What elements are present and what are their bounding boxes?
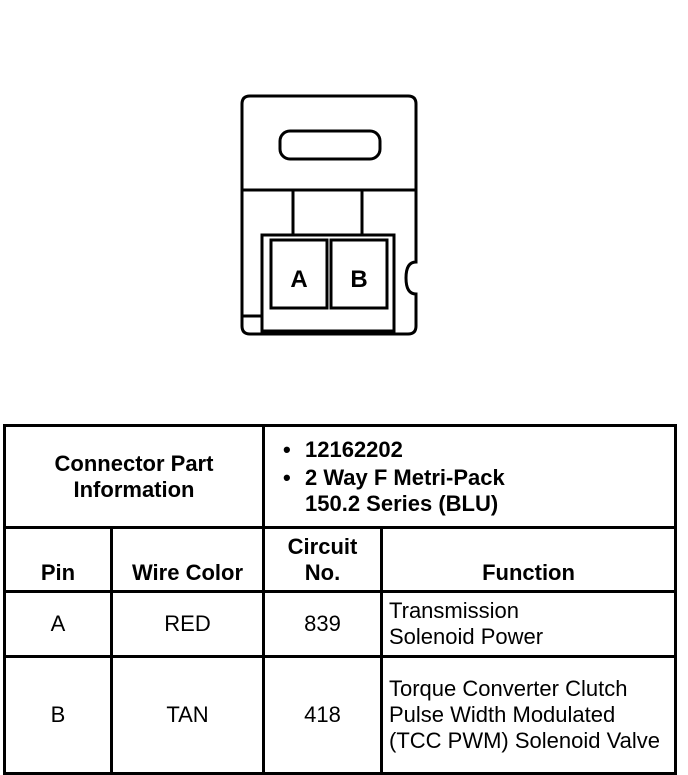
- connector-face-diagram: A B: [240, 94, 418, 336]
- pin-label-b: B: [350, 266, 367, 293]
- part-info-row: Connector Part Information 12162202 2 Wa…: [3, 424, 677, 529]
- row-function-text: Transmission Solenoid Power: [389, 598, 544, 649]
- row-pin: A: [3, 590, 113, 658]
- part-number-item: 2 Way F Metri-Pack 150.2 Series (BLU): [283, 465, 565, 517]
- row-circuit: 839: [262, 590, 383, 658]
- part-numbers-list: 12162202 2 Way F Metri-Pack 150.2 Series…: [271, 437, 668, 517]
- header-wire-color: Wire Color: [110, 526, 265, 593]
- table-row: A RED 839 Transmission Solenoid Power: [3, 590, 677, 658]
- column-header-row: Pin Wire Color Circuit No. Function: [3, 526, 677, 593]
- latch-slot: [278, 129, 382, 161]
- row-pin: B: [3, 655, 113, 775]
- table-row: B TAN 418 Torque Converter Clutch Pulse …: [3, 655, 677, 775]
- connector-housing: [240, 94, 418, 336]
- row-wire-color: TAN: [110, 655, 265, 775]
- row-circuit: 418: [262, 655, 383, 775]
- header-function: Function: [380, 526, 677, 593]
- part-info-label-cell: Connector Part Information: [3, 424, 265, 529]
- connector-info-table: Connector Part Information 12162202 2 Wa…: [3, 424, 677, 775]
- row-function-text: Torque Converter Clutch Pulse Width Modu…: [389, 676, 660, 753]
- pin-cavity-a: [269, 238, 329, 310]
- row-function: Transmission Solenoid Power: [380, 590, 677, 658]
- pin-label-a: A: [290, 266, 307, 293]
- cavity-frame: [260, 233, 396, 333]
- header-circuit: Circuit No.: [262, 526, 383, 593]
- header-circuit-text: Circuit No.: [287, 534, 358, 585]
- row-function: Torque Converter Clutch Pulse Width Modu…: [380, 655, 677, 775]
- row-wire-color: RED: [110, 590, 265, 658]
- part-info-label: Connector Part Information: [54, 450, 214, 502]
- pin-cavity-b: [329, 238, 389, 310]
- part-numbers-cell: 12162202 2 Way F Metri-Pack 150.2 Series…: [262, 424, 677, 529]
- header-pin: Pin: [3, 526, 113, 593]
- part-number-item: 12162202: [283, 437, 668, 463]
